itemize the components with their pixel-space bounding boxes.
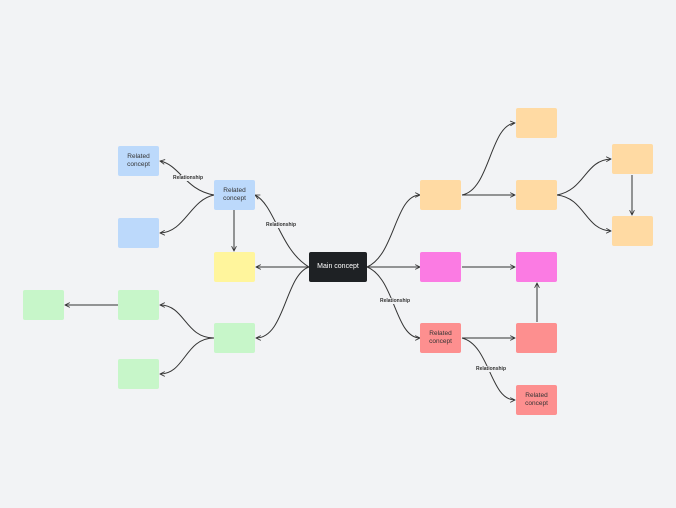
orange-right-bottom-node[interactable] [612,216,653,246]
orange-top-node[interactable] [516,108,557,138]
red-bottom-node[interactable]: Related concept [516,385,557,415]
blue-top-node[interactable]: Related concept [118,146,159,176]
green-far-node[interactable] [23,290,64,320]
orange-mid-node[interactable] [516,180,557,210]
edge-green-to-bottom[interactable] [160,337,215,374]
edge-label-main-to-red: Relationship [379,298,412,304]
edge-label-main-to-blue: Relationship [265,222,298,228]
magenta-right-node[interactable] [516,252,557,282]
edge-main-to-orange[interactable] [366,195,420,268]
edge-green-to-top[interactable] [160,305,215,339]
orange-center-node[interactable] [420,180,461,210]
green-bottom-node[interactable] [118,359,159,389]
edge-main-to-blue[interactable] [255,194,310,268]
blue-center-node[interactable]: Related concept [214,180,255,210]
red-center-node[interactable]: Related concept [420,323,461,353]
orange-right-top-node[interactable] [612,144,653,174]
blue-bottom-node[interactable] [118,218,159,248]
edge-label-blue-to-top: Relationship [172,175,205,181]
edge-main-to-red[interactable] [366,266,420,338]
main-concept-node[interactable]: Main concept [309,252,367,282]
red-right-node[interactable] [516,323,557,353]
magenta-center-node[interactable] [420,252,461,282]
yellow-node[interactable] [214,252,255,282]
edge-orange-mid-to-right-top[interactable] [556,159,611,196]
edge-label-red-to-bottom: Relationship [475,366,508,372]
green-center-node[interactable] [214,323,255,353]
green-top-node[interactable] [118,290,159,320]
edge-main-to-green[interactable] [256,266,310,338]
edge-orange-to-top[interactable] [461,123,515,196]
edge-blue-to-bottom[interactable] [160,194,215,233]
edge-orange-mid-to-right-bottom[interactable] [556,194,611,231]
